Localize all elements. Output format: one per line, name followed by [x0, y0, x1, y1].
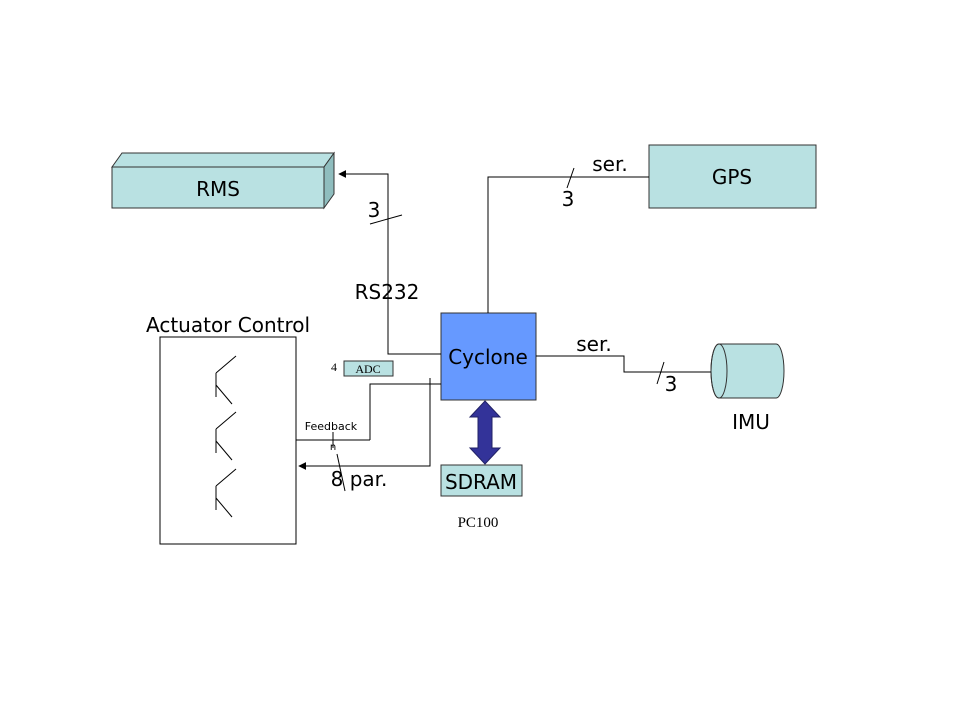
actuator-symbol-icon — [215, 468, 237, 518]
par-bus-label: 8 par. — [331, 467, 388, 491]
pc100-label: PC100 — [458, 515, 499, 531]
adc-label: ADC — [355, 362, 380, 376]
sdram-label: SDRAM — [445, 470, 517, 494]
feedback-label: Feedback — [305, 420, 358, 433]
actuator-symbol-icon — [215, 355, 237, 405]
connections — [296, 167, 711, 492]
imu-bus-width: 3 — [665, 372, 678, 396]
actuator-control-block — [159, 336, 297, 545]
rms-bus-width: 3 — [368, 198, 381, 222]
gps-label: GPS — [712, 165, 752, 189]
feedback-n-label: n — [330, 442, 336, 453]
gps-ser-label: ser. — [592, 152, 627, 176]
gps-bus-slash — [566, 167, 575, 189]
rms-block: RMS — [111, 151, 335, 210]
actuator-control-title: Actuator Control — [146, 313, 310, 337]
imu-bus-slash — [656, 361, 665, 385]
adc-to-cyclone-line — [369, 383, 441, 440]
sdram-block: SDRAM — [440, 464, 523, 497]
par-bus-slash — [336, 453, 346, 492]
gps-line — [487, 176, 649, 313]
cyclone-label: Cyclone — [448, 345, 528, 369]
imu-ser-label: ser. — [576, 332, 611, 356]
imu-label: IMU — [732, 410, 770, 434]
par-control-line — [298, 378, 431, 470]
adc-bus-width: 4 — [331, 360, 337, 374]
gps-bus-width: 3 — [562, 187, 575, 211]
actuator-symbol-icon — [215, 411, 237, 461]
rs232-line — [338, 170, 441, 355]
imu-line — [536, 355, 711, 373]
rms-label: RMS — [196, 177, 240, 201]
rms-bus-slash — [369, 214, 403, 225]
gps-block: GPS — [648, 144, 817, 209]
sdram-arrow — [468, 400, 502, 465]
imu-block — [710, 343, 785, 399]
rs232-label: RS232 — [355, 280, 420, 304]
cyclone-block: Cyclone — [440, 312, 537, 401]
adc-block: ADC — [343, 360, 394, 377]
